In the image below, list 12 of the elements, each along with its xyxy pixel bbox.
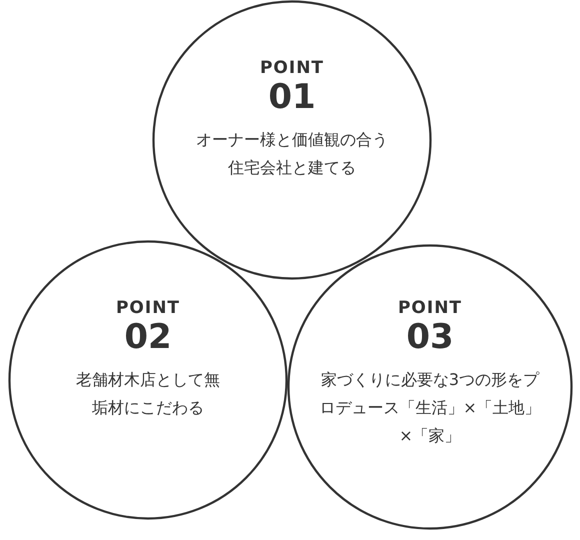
point-number: 03 <box>406 318 454 356</box>
point-number: 02 <box>124 318 172 356</box>
point-number: 01 <box>268 78 316 116</box>
point-heading: POINT <box>116 298 180 318</box>
point-description: 家づくりに必要な3つの形をプロデュース「生活」×「土地」×「家」 <box>318 369 542 447</box>
point-circle <box>287 244 573 530</box>
point-heading: POINT <box>260 58 324 78</box>
point-heading: POINT <box>398 298 462 318</box>
point-description: 老舗材木店として無垢材にこだわる <box>75 369 221 419</box>
point-circle <box>152 0 432 280</box>
point-description: オーナー様と価値観の合う住宅会社と建てる <box>195 129 389 179</box>
point-circle <box>8 240 288 520</box>
